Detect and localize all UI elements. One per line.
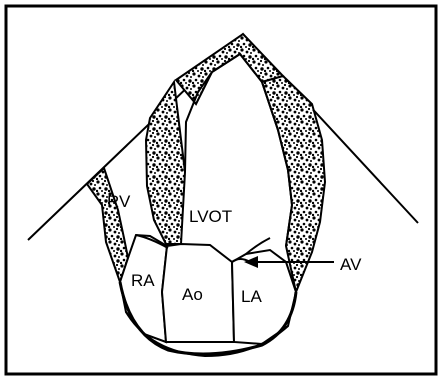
ao-label: Ao	[182, 285, 203, 304]
rv-free-wall	[87, 168, 128, 282]
av-label: AV	[340, 255, 362, 274]
rv-label: RV	[107, 192, 131, 211]
lvot-label: LVOT	[189, 207, 232, 226]
interventricular-septum	[146, 82, 185, 244]
la-label: LA	[241, 287, 262, 306]
ra-label: RA	[131, 271, 155, 290]
